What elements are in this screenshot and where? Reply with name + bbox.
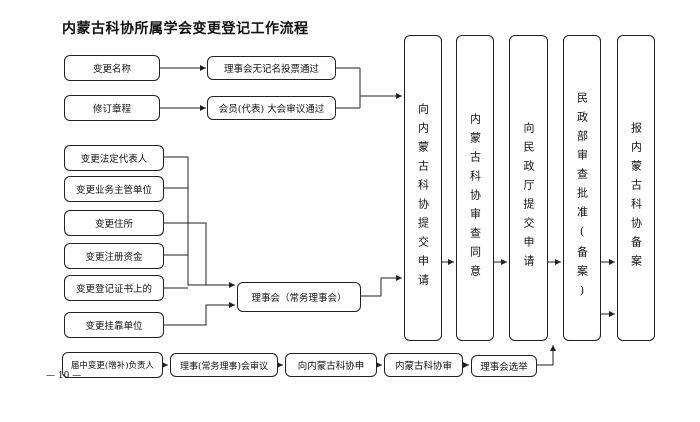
bottom-step-council-review: 理事(常务理事)会审议	[170, 353, 278, 377]
change-certificate-box: 变更登记证书上的	[64, 275, 164, 301]
column-submit-to-association: 向内蒙古科协提交申请	[404, 35, 442, 341]
column-association-approval: 内蒙古科协审查同意	[456, 35, 494, 341]
change-capital-box: 变更注册资金	[64, 243, 164, 269]
column-report-to-association-label: 报内蒙古科协备案	[629, 122, 643, 274]
change-address-box: 变更住所	[64, 210, 164, 236]
column-report-to-association: 报内蒙古科协备案	[617, 35, 655, 341]
column-submit-to-civil-affairs-label: 向民政厅提交申请	[522, 122, 535, 274]
page-number: — 10 —	[46, 371, 82, 381]
column-ministry-approval: 民政部审查批准(备案)	[563, 35, 601, 341]
bottom-step-responsible-change: 届中变更(增补)负责人	[62, 352, 163, 378]
council-vote-box: 理事会无记名投票通过	[207, 56, 336, 80]
column-association-approval-label: 内蒙古科协审查同意	[468, 112, 482, 284]
page-title: 内蒙古科协所属学会变更登记工作流程	[62, 21, 309, 37]
change-affiliate-box: 变更挂靠单位	[64, 312, 164, 338]
column-submit-to-association-label: 向内蒙古科协提交申请	[416, 103, 430, 293]
column-submit-to-civil-affairs: 向民政厅提交申请	[509, 35, 548, 341]
bottom-step-association-review: 内蒙古科协审	[384, 353, 463, 377]
change-name-box: 变更名称	[64, 55, 160, 81]
change-supervisor-box: 变更业务主管单位	[64, 176, 164, 202]
council-box: 理事会（常务理事会）	[237, 282, 361, 312]
congress-review-box: 会员(代表) 大会审议通过	[207, 96, 336, 120]
bottom-step-apply-association: 向内蒙古科协申	[285, 353, 377, 377]
bottom-step-council-election: 理事会选举	[471, 355, 537, 377]
column-ministry-approval-label: 民政部审查批准(备案)	[575, 91, 589, 305]
revise-charter-box: 修订章程	[64, 95, 160, 121]
change-legal-rep-box: 变更法定代表人	[64, 145, 164, 171]
